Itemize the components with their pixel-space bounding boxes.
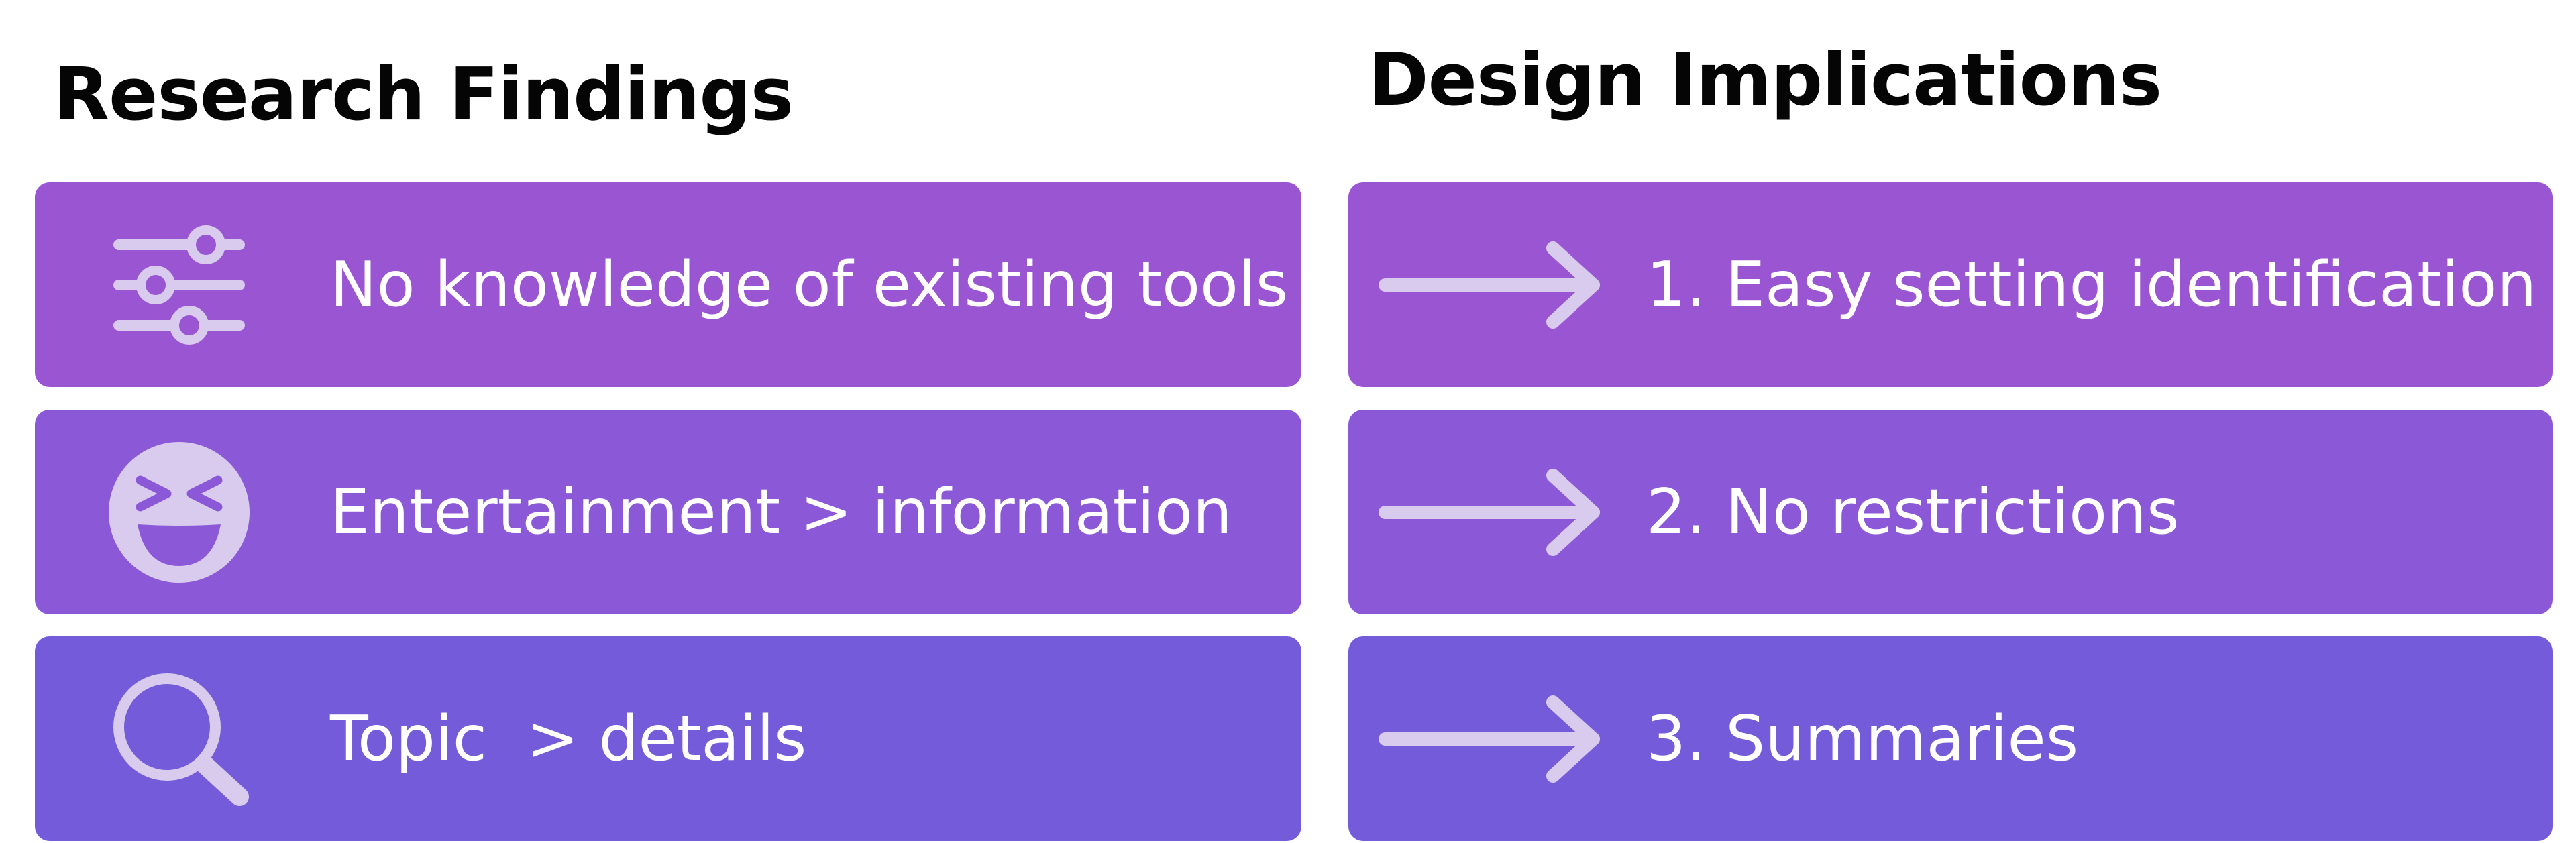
finding-label: Entertainment > information xyxy=(330,475,1232,548)
research-findings-heading: Research Findings xyxy=(54,53,794,137)
implication-label: 2. No restrictions xyxy=(1646,475,2180,548)
sliders-icon xyxy=(113,225,245,345)
implication-card-2: 2. No restrictions xyxy=(1348,410,2553,614)
implication-card-3: 3. Summaries xyxy=(1348,636,2553,841)
finding-card-3: Topic > details xyxy=(35,636,1301,841)
implication-label: 1. Easy setting identification xyxy=(1646,248,2537,321)
right-arrow-icon xyxy=(1379,241,1600,329)
laughing-face-icon xyxy=(109,441,250,583)
finding-label: Topic > details xyxy=(330,702,807,775)
right-arrow-icon xyxy=(1379,468,1600,556)
finding-card-2: Entertainment > information xyxy=(35,410,1301,614)
finding-card-1: No knowledge of existing tools xyxy=(35,182,1301,387)
design-implications-heading: Design Implications xyxy=(1368,38,2162,122)
magnifying-glass-icon xyxy=(113,673,249,806)
right-arrow-icon xyxy=(1379,695,1600,783)
finding-label: No knowledge of existing tools xyxy=(330,248,1289,321)
implication-label: 3. Summaries xyxy=(1646,702,2079,775)
implication-card-1: 1. Easy setting identification xyxy=(1348,182,2553,387)
